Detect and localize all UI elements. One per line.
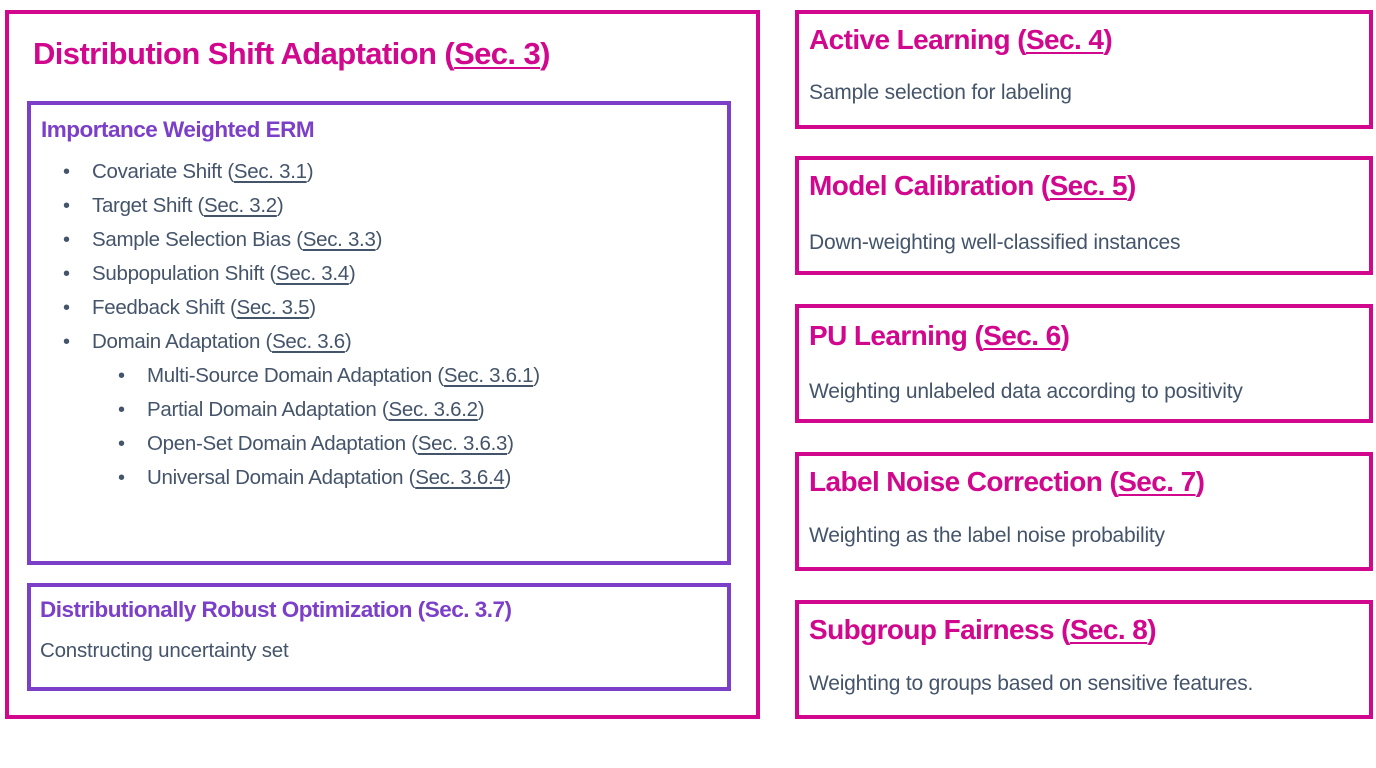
model-calibration-box: Model Calibration (Sec. 5) Down-weightin…	[795, 156, 1373, 275]
bullet-icon: •	[63, 297, 70, 319]
list-item-target-shift: • Target Shift (Sec. 3.2)	[31, 189, 727, 223]
subgroup-fairness-box: Subgroup Fairness (Sec. 8) Weighting to …	[795, 600, 1373, 719]
subgroup-fairness-title: Subgroup Fairness (Sec. 8)	[809, 614, 1157, 645]
sec-3-6-2-link[interactable]: Sec. 3.6.2	[388, 398, 478, 421]
item-text: Feedback Shift (Sec. 3.5)	[92, 296, 316, 319]
list-item-multi-source-da: • Multi-Source Domain Adaptation (Sec. 3…	[31, 359, 727, 393]
sec-7-link[interactable]: Sec. 7	[1118, 466, 1196, 497]
item-text: Open-Set Domain Adaptation (Sec. 3.6.3)	[147, 432, 514, 455]
item-text: Subpopulation Shift (Sec. 3.4)	[92, 262, 356, 285]
list-item-domain-adaptation: • Domain Adaptation (Sec. 3.6)	[31, 325, 727, 359]
sec-3-6-3-link[interactable]: Sec. 3.6.3	[417, 432, 508, 455]
importance-weighted-erm-box: Importance Weighted ERM • Covariate Shif…	[27, 101, 731, 565]
pu-learning-box: PU Learning (Sec. 6) Weighting unlabeled…	[795, 304, 1373, 423]
item-text: Sample Selection Bias (Sec. 3.3)	[92, 228, 383, 251]
sec-8-link[interactable]: Sec. 8	[1069, 614, 1148, 645]
sec-3-4-link[interactable]: Sec. 3.4	[276, 262, 349, 285]
sec-5-link[interactable]: Sec. 5	[1049, 170, 1128, 201]
item-text: Covariate Shift (Sec. 3.1)	[92, 160, 314, 183]
dro-box: Distributionally Robust Optimization (Se…	[27, 583, 731, 691]
distribution-shift-adaptation-box: Distribution Shift Adaptation (Sec. 3) I…	[5, 10, 760, 719]
distribution-shift-title: Distribution Shift Adaptation (Sec. 3)	[33, 36, 550, 72]
bullet-icon: •	[118, 467, 125, 489]
sec-3-2-link[interactable]: Sec. 3.2	[204, 194, 277, 217]
list-item-covariate-shift: • Covariate Shift (Sec. 3.1)	[31, 155, 727, 189]
pu-learning-title: PU Learning (Sec. 6)	[809, 320, 1070, 351]
bullet-icon: •	[118, 433, 125, 455]
subgroup-fairness-description: Weighting to groups based on sensitive f…	[809, 672, 1254, 695]
item-text: Partial Domain Adaptation (Sec. 3.6.2)	[147, 398, 485, 421]
dro-description: Constructing uncertainty set	[40, 639, 289, 662]
sec-6-link[interactable]: Sec. 6	[983, 320, 1061, 351]
bullet-icon: •	[63, 195, 70, 217]
item-text: Universal Domain Adaptation (Sec. 3.6.4)	[147, 466, 512, 489]
bullet-icon: •	[63, 263, 70, 285]
sec-3-link[interactable]: Sec. 3	[454, 36, 541, 71]
label-noise-correction-title: Label Noise Correction (Sec. 7)	[809, 466, 1205, 497]
importance-weighted-erm-title: Importance Weighted ERM	[41, 117, 315, 142]
bullet-icon: •	[63, 331, 70, 353]
sec-3-6-1-link[interactable]: Sec. 3.6.1	[443, 364, 534, 387]
bullet-icon: •	[63, 229, 70, 251]
label-noise-correction-description: Weighting as the label noise probability	[809, 524, 1165, 547]
list-item-open-set-da: • Open-Set Domain Adaptation (Sec. 3.6.3…	[31, 427, 727, 461]
active-learning-description: Sample selection for labeling	[809, 81, 1072, 104]
list-item-sample-selection-bias: • Sample Selection Bias (Sec. 3.3)	[31, 223, 727, 257]
item-text: Target Shift (Sec. 3.2)	[92, 194, 284, 217]
title-text: Distribution Shift Adaptation (	[33, 36, 455, 71]
bullet-icon: •	[118, 399, 125, 421]
model-calibration-title: Model Calibration (Sec. 5)	[809, 170, 1136, 201]
bullet-icon: •	[118, 365, 125, 387]
sec-4-link[interactable]: Sec. 4	[1025, 24, 1104, 55]
sec-3-1-link[interactable]: Sec. 3.1	[233, 160, 307, 183]
list-item-feedback-shift: • Feedback Shift (Sec. 3.5)	[31, 291, 727, 325]
item-text: Domain Adaptation (Sec. 3.6)	[92, 330, 352, 353]
list-item-partial-da: • Partial Domain Adaptation (Sec. 3.6.2)	[31, 393, 727, 427]
title-close: )	[540, 36, 550, 71]
bullet-icon: •	[63, 161, 70, 183]
dro-title: Distributionally Robust Optimization (Se…	[40, 597, 512, 622]
active-learning-box: Active Learning (Sec. 4) Sample selectio…	[795, 10, 1373, 129]
list-item-subpopulation-shift: • Subpopulation Shift (Sec. 3.4)	[31, 257, 727, 291]
sec-3-3-link[interactable]: Sec. 3.3	[302, 228, 376, 251]
list-item-universal-da: • Universal Domain Adaptation (Sec. 3.6.…	[31, 461, 727, 495]
sec-3-5-link[interactable]: Sec. 3.5	[236, 296, 310, 319]
shift-list: • Covariate Shift (Sec. 3.1) • Target Sh…	[31, 155, 727, 495]
sec-3-6-4-link[interactable]: Sec. 3.6.4	[415, 466, 505, 489]
model-calibration-description: Down-weighting well-classified instances	[809, 231, 1181, 254]
sec-3-6-link[interactable]: Sec. 3.6	[272, 330, 345, 353]
pu-learning-description: Weighting unlabeled data according to po…	[809, 380, 1243, 403]
label-noise-correction-box: Label Noise Correction (Sec. 7) Weightin…	[795, 452, 1373, 571]
active-learning-title: Active Learning (Sec. 4)	[809, 24, 1113, 55]
item-text: Multi-Source Domain Adaptation (Sec. 3.6…	[147, 364, 540, 387]
